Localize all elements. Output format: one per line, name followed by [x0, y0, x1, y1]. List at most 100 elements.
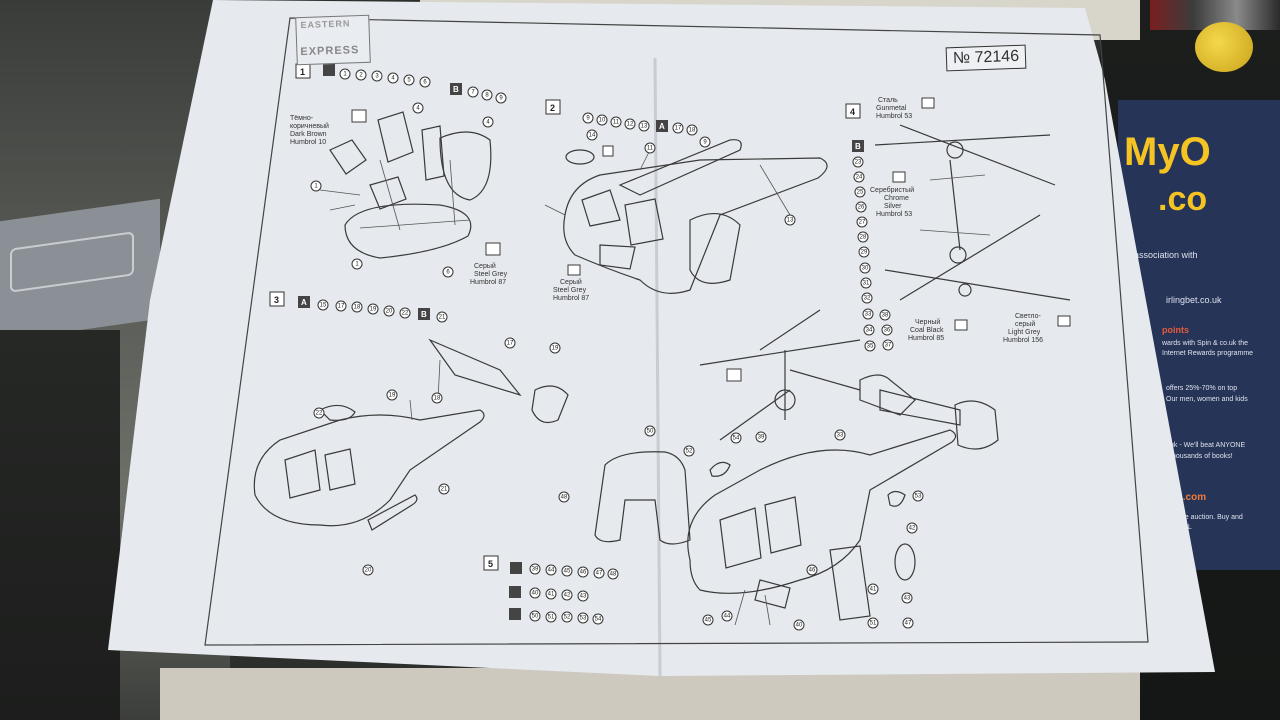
step-2: 2 9 10 11 12 13 A 17 18 14: [544, 99, 828, 302]
paint-text: Черный: [915, 318, 940, 326]
step-1-letter-b-box: [450, 83, 462, 95]
callout: 21: [441, 487, 448, 493]
callout: 47: [905, 621, 912, 627]
callout: 30: [862, 266, 869, 272]
callout: 26: [858, 205, 865, 211]
step-4-number: 4: [850, 107, 855, 117]
callout: 51: [548, 615, 555, 621]
callout: 7: [471, 90, 475, 96]
paint-text: Humbrol 85: [908, 335, 944, 342]
paint-text: Серый: [474, 262, 496, 270]
callout: 50: [647, 429, 654, 435]
callout: 10: [599, 118, 606, 124]
paint-text: Light Grey: [1008, 329, 1041, 336]
callout: 42: [564, 593, 571, 599]
callout: 8: [485, 93, 489, 99]
callout: 44: [724, 614, 731, 620]
paint-label-steel-grey-1: Серый Steel Grey Humbrol 87: [470, 262, 508, 286]
paper-shape: [108, 0, 1215, 676]
background-tray: [0, 330, 120, 720]
callout: 36: [884, 328, 891, 334]
callout: 39: [532, 567, 539, 573]
callout: 48: [561, 495, 568, 501]
callout: 17: [675, 126, 682, 132]
paint-text: серый: [1015, 320, 1035, 328]
leaflet-line2: irlingbet.co.uk: [1166, 295, 1222, 305]
step-4-rotor-drawing: [874, 124, 1071, 301]
callout: 14: [589, 133, 596, 139]
callout: 52: [564, 615, 571, 621]
step-4-box: [845, 103, 861, 119]
callout: 54: [733, 436, 740, 442]
callout: 17: [338, 304, 345, 310]
callout: 27: [859, 220, 866, 226]
callout: 43: [904, 596, 911, 602]
leaflet-brand: MyO: [1124, 130, 1211, 174]
callout: 4: [416, 106, 420, 112]
paint-chip-icon: [602, 145, 614, 157]
callout: 32: [864, 296, 871, 302]
callout: 31: [863, 281, 870, 287]
paint-text: Steel Grey: [553, 287, 587, 294]
paint-text: Coal Black: [910, 327, 944, 334]
callout: 1: [343, 72, 347, 78]
callout: 11: [647, 146, 654, 152]
paint-text: Humbrol 87: [470, 279, 506, 286]
paint-text: Тёмно-: [290, 115, 314, 122]
paint-chip-icon: [567, 264, 581, 276]
step-3-letter-a-box: [298, 296, 310, 308]
callout: 45: [705, 618, 712, 624]
callout: 54: [595, 617, 602, 623]
paint-text: Humbrol 87: [553, 295, 589, 302]
step-4: 4 B 23 24 25 26 27 28 29 30 31 32 33 34 …: [845, 97, 1071, 352]
callout: 2: [359, 73, 363, 79]
step-2-fuselage-drawing: [544, 139, 828, 294]
callout: 46: [809, 568, 816, 574]
callout: 20: [386, 309, 393, 315]
brand-bottom-text: EXPRESS: [300, 44, 360, 59]
callout: 39: [758, 435, 765, 441]
callout: 43: [580, 594, 587, 600]
leaflet-line5: Internet Rewards programme: [1162, 350, 1254, 357]
callout: 41: [548, 592, 555, 598]
callout: 24: [856, 175, 863, 181]
leaflet-line4: wards with Spin & co.uk the: [1162, 340, 1248, 347]
paint-text: Dark Brown: [290, 131, 327, 138]
step-2-letter-box: [656, 120, 668, 132]
callout: 3: [375, 74, 379, 80]
callout: 35: [867, 344, 874, 350]
callout: 38: [882, 313, 889, 319]
callout: 33: [865, 312, 872, 318]
paint-label-gunmetal: Сталь Gunmetal Humbrol 53: [876, 97, 912, 120]
step-5-number: 5: [488, 559, 493, 569]
callout: 40: [532, 591, 539, 597]
callout: 12: [627, 122, 634, 128]
kit-number: № 72146: [945, 44, 1027, 72]
callout: 17: [507, 341, 514, 347]
step-3-box: [269, 291, 285, 307]
paint-label-chrome: Серебристый Chrome Silver Humbrol 53: [870, 186, 914, 218]
step-5-letter-a-icon: [510, 562, 522, 574]
step-1: 1 1 2 3 4 5 6 B 7 8 9: [290, 63, 508, 286]
callout: 13: [787, 218, 794, 224]
step-1-number: 1: [300, 67, 305, 77]
leaflet-line7: Our men, women and kids: [1166, 396, 1248, 403]
step-5-helicopter-drawing: [594, 309, 999, 626]
callout: 23: [855, 160, 862, 166]
paint-chip-icon: [1057, 315, 1071, 327]
brand-top-text: EASTERN: [300, 18, 351, 31]
callout: 18: [354, 305, 361, 311]
callout: 9: [703, 140, 707, 146]
callout: 47: [596, 571, 603, 577]
page-border: [204, 17, 1149, 646]
paint-text: Светло-: [1015, 313, 1041, 320]
callout: 20: [365, 568, 372, 574]
callout: 51: [870, 621, 877, 627]
callout: 34: [866, 328, 873, 334]
step-1-cockpit-drawing: [319, 111, 492, 259]
callout: 22: [316, 411, 323, 417]
box-bottom: [160, 668, 1140, 720]
callout: 42: [909, 526, 916, 532]
paint-text: Gunmetal: [876, 105, 907, 112]
